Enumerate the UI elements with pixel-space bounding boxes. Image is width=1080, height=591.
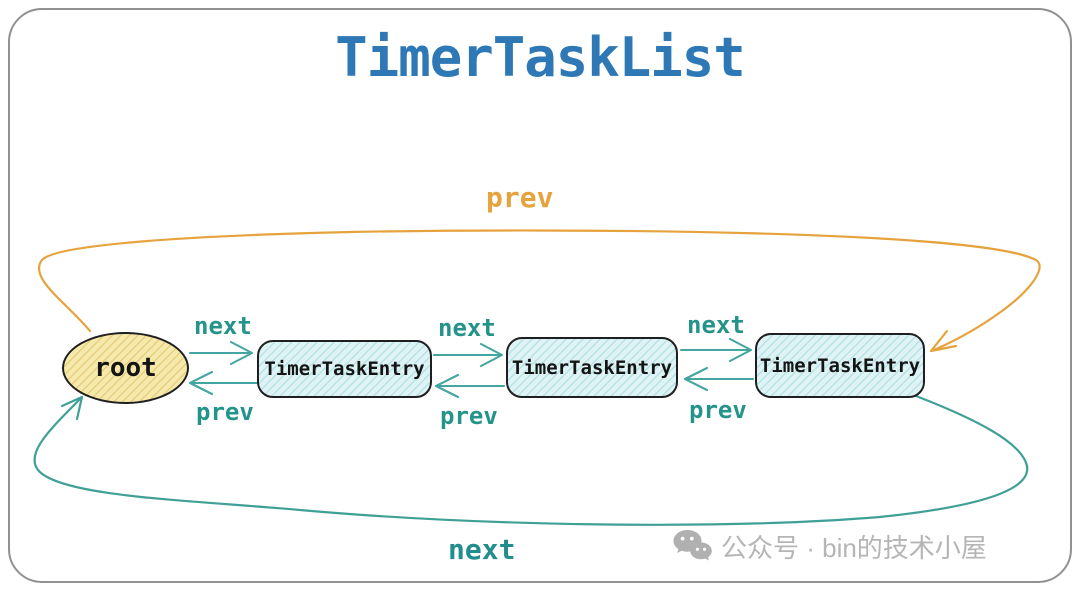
diagram-canvas xyxy=(8,8,1072,583)
watermark: 公众号 · bin的技术小屋 xyxy=(672,528,987,565)
next-label-1: next xyxy=(194,312,252,340)
prev-label-3: prev xyxy=(689,396,747,424)
outer-next-label: next xyxy=(448,533,516,566)
wechat-icon xyxy=(673,530,712,561)
prev-label-2: prev xyxy=(440,402,498,430)
watermark-text: 公众号 · bin的技术小屋 xyxy=(721,533,987,563)
next-label-2: next xyxy=(438,314,496,342)
timer-task-entry-label: TimerTaskEntry xyxy=(511,356,673,379)
timer-task-entry-label: TimerTaskEntry xyxy=(759,354,921,377)
timer-task-entry-node-2: TimerTaskEntry xyxy=(506,337,678,398)
timer-task-entry-node-1: TimerTaskEntry xyxy=(257,340,432,398)
next-label-3: next xyxy=(687,311,745,339)
root-node: root xyxy=(62,332,189,404)
timer-task-entry-label: TimerTaskEntry xyxy=(264,358,425,380)
root-node-label: root xyxy=(94,353,157,383)
prev-label-1: prev xyxy=(196,398,254,426)
outer-prev-label: prev xyxy=(486,181,554,214)
diagram-title: TimerTaskList xyxy=(335,26,746,89)
timer-task-entry-node-3: TimerTaskEntry xyxy=(755,333,925,398)
